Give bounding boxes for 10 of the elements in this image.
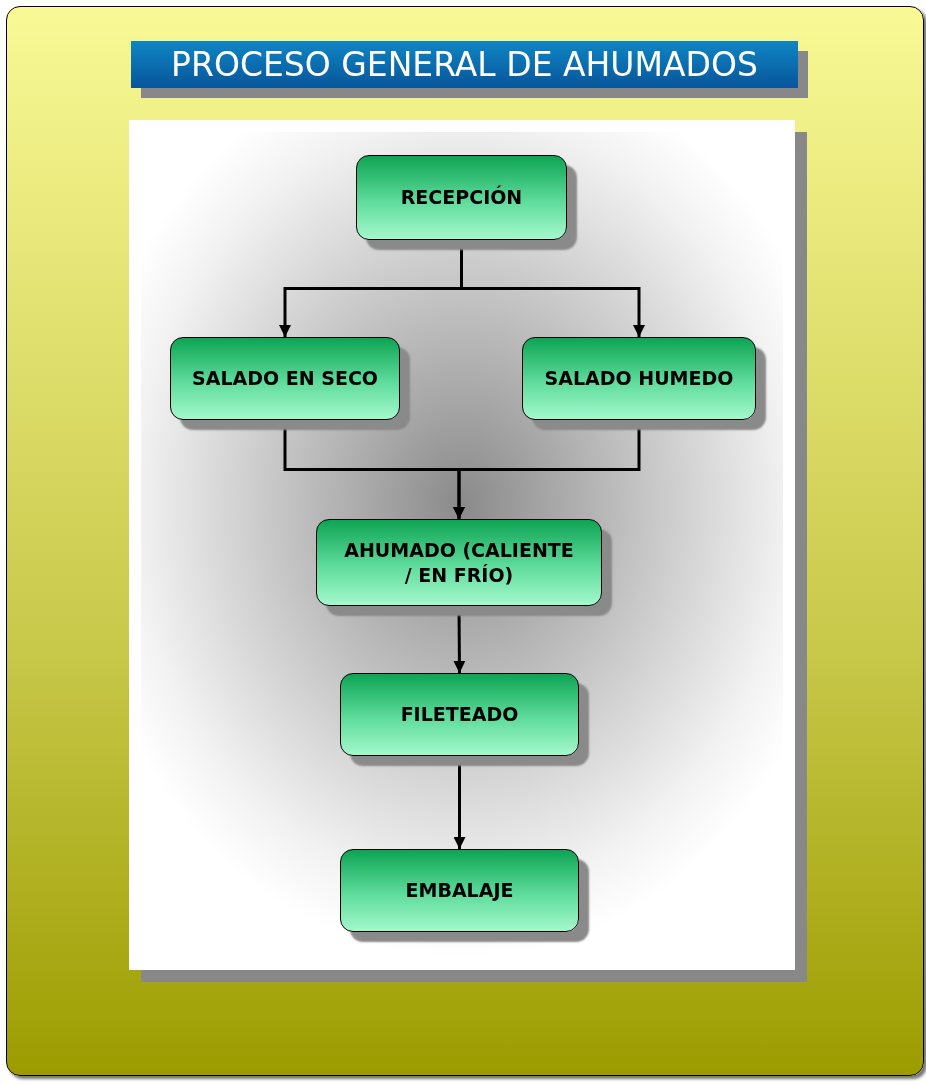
connector-arrow xyxy=(453,756,466,849)
process-box: EMBALAJE xyxy=(340,849,579,932)
process-box: SALADO HUMEDO xyxy=(522,337,756,420)
connector-arrow xyxy=(453,606,466,673)
connector-arrow xyxy=(453,420,641,519)
process-box: RECEPCIÓN xyxy=(356,155,567,240)
connector-arrow xyxy=(460,240,645,337)
process-box: AHUMADO (CALIENTE / EN FRÍO) xyxy=(316,519,602,606)
process-box: FILETEADO xyxy=(340,673,579,756)
process-box: SALADO EN SECO xyxy=(170,337,400,420)
